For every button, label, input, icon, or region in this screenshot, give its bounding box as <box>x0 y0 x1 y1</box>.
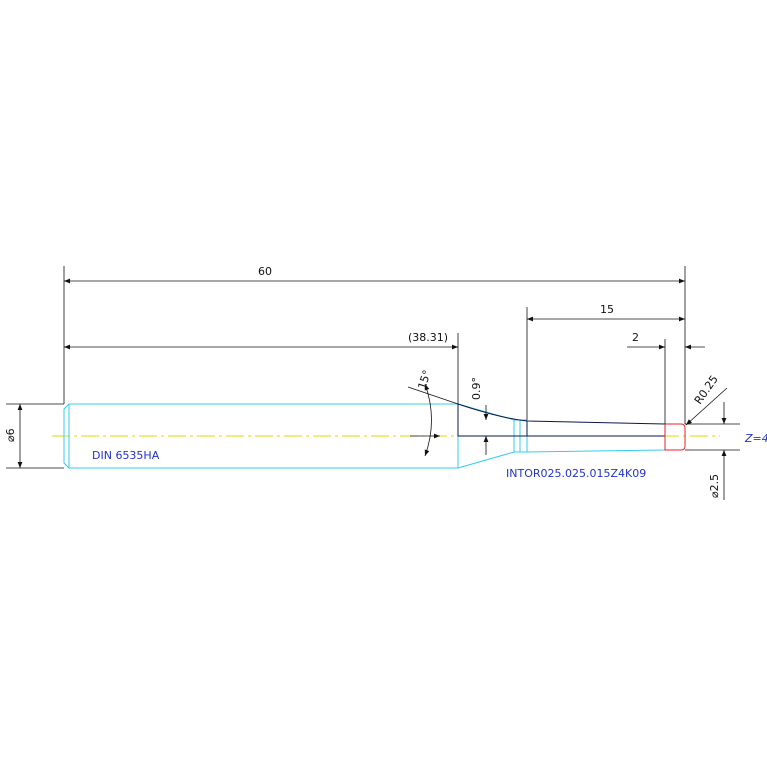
part-code-label: INTOR025.025.015Z4K09 <box>506 467 646 480</box>
step-text: 0.9° <box>470 377 483 400</box>
taper-angle-text: 15° <box>415 368 433 391</box>
dimension-shank-length <box>64 333 459 404</box>
dimension-tip-diameter <box>685 402 740 500</box>
shank-diameter-text: ⌀6 <box>4 428 17 442</box>
flutes-label: Z=4 <box>744 432 767 445</box>
dimension-overall-length <box>63 266 686 424</box>
dimension-shank-diameter <box>6 403 64 469</box>
cutting-length-text: 2 <box>632 331 639 344</box>
neck-length-text: 15 <box>600 303 614 316</box>
tip-diameter-text: ⌀2.5 <box>708 474 721 498</box>
dimension-cutting-length <box>627 339 705 424</box>
overall-length-text: 60 <box>258 265 272 278</box>
radius-leader <box>685 387 728 426</box>
shank-length-text: (38.31) <box>408 331 448 344</box>
dimension-neck-length <box>526 307 685 420</box>
cutting-edge <box>664 423 686 451</box>
dimension-taper-angle <box>407 383 459 457</box>
tool-profile <box>457 403 666 437</box>
shank-standard-label: DIN 6535HA <box>92 449 160 462</box>
corner-radius-text: R0.25 <box>692 373 721 407</box>
